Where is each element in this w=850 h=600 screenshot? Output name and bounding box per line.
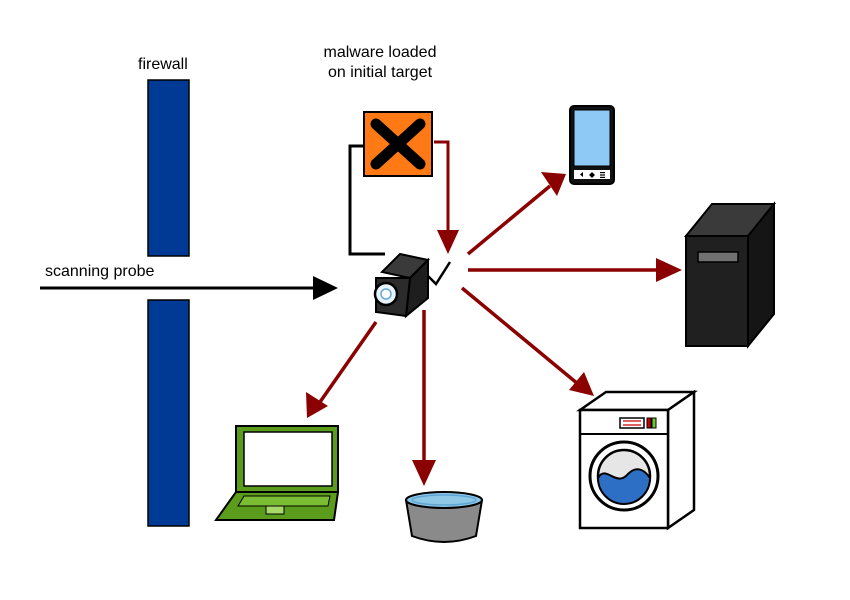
camera-icon [373,252,452,319]
arrow-to-laptop [306,320,378,418]
bucket-icon [404,491,484,543]
arrow-to-server [468,258,682,282]
firewall-upper-bar [147,79,190,257]
malware-label-line-2: on initial target [327,64,433,81]
smartphone-icon [569,105,615,185]
malware-delivery-arrow [434,140,459,254]
washing-machine-icon [575,389,699,531]
server-tower-icon [683,201,777,349]
scanning-probe-label: scanning probe [45,263,155,280]
scanning-probe-arrow [40,276,338,300]
malware-label: malware loaded on initial target [300,43,460,83]
firewall-label: firewall [138,56,188,73]
laptop-icon [214,425,340,521]
arrow-to-washer [460,286,594,396]
attack-arrows [306,172,682,486]
malware-label-line-1: malware loaded [323,44,437,61]
malware-link-line [348,144,385,256]
hazard-x-icon [363,111,433,177]
arrow-to-phone [466,172,566,256]
arrow-to-bucket [412,310,436,486]
firewall-lower-bar [147,299,190,527]
